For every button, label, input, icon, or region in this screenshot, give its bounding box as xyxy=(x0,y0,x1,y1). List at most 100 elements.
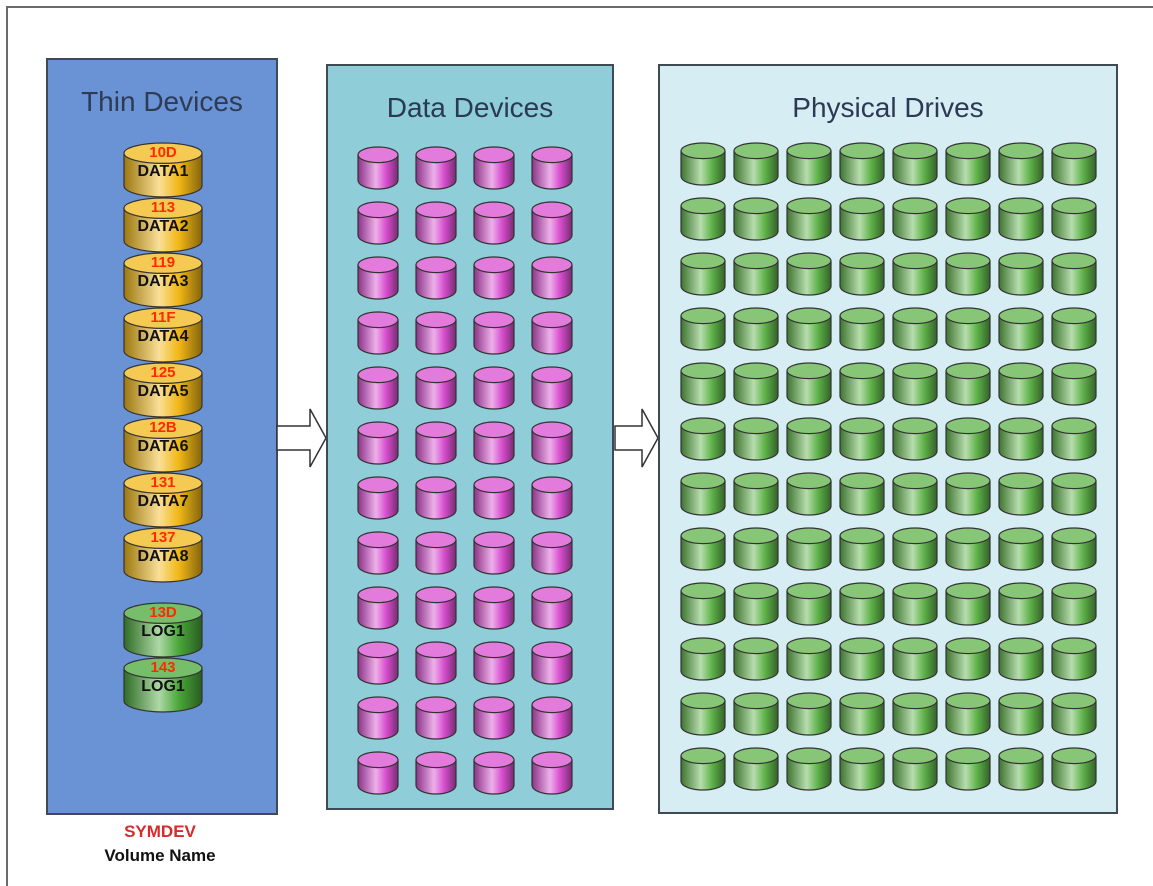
thin-device-symdev: 125 xyxy=(150,364,176,381)
thin-devices-title: Thin Devices xyxy=(81,86,243,117)
thin-device-volume-name: DATA7 xyxy=(137,493,189,510)
physical-drive-disk-icon xyxy=(1051,252,1097,296)
thin-device-symdev: 137 xyxy=(150,529,176,546)
data-device-disk-icon xyxy=(415,201,457,245)
data-device-disk-icon xyxy=(357,751,399,795)
physical-drive-disk-icon xyxy=(945,747,991,791)
thin-device-volume-name: DATA5 xyxy=(137,383,189,400)
thin-device-disk-icon xyxy=(123,527,203,583)
data-device-disk-icon xyxy=(531,476,573,520)
physical-drive-disk-icon xyxy=(733,582,779,626)
physical-drive-disk-icon xyxy=(1051,197,1097,241)
physical-drive-disk-icon xyxy=(733,637,779,681)
physical-drive-disk-icon xyxy=(786,472,832,516)
thin-device-disk-icon xyxy=(123,252,203,308)
data-device-disk-icon xyxy=(531,146,573,190)
physical-drive-disk-icon xyxy=(680,637,726,681)
physical-drive-disk-icon xyxy=(680,472,726,516)
physical-drive-disk-icon xyxy=(786,197,832,241)
physical-drive-disk-icon xyxy=(945,252,991,296)
data-device-disk-icon xyxy=(473,366,515,410)
physical-drive-disk-icon xyxy=(998,197,1044,241)
physical-drive-disk-icon xyxy=(786,747,832,791)
physical-drive-disk-icon xyxy=(998,747,1044,791)
physical-drive-disk-icon xyxy=(733,307,779,351)
physical-drive-disk-icon xyxy=(839,307,885,351)
data-device-disk-icon xyxy=(415,146,457,190)
physical-drive-disk-icon xyxy=(839,527,885,571)
physical-drive-disk-icon xyxy=(945,527,991,571)
thin-device-symdev: 10D xyxy=(149,144,177,161)
data-device-disk-icon xyxy=(473,311,515,355)
physical-drive-disk-icon xyxy=(786,362,832,406)
physical-drive-disk-icon xyxy=(892,527,938,571)
physical-drive-disk-icon xyxy=(680,197,726,241)
data-device-disk-icon xyxy=(415,696,457,740)
physical-drive-disk-icon xyxy=(892,362,938,406)
data-device-disk-icon xyxy=(357,311,399,355)
thin-device-symdev: 131 xyxy=(150,474,176,491)
data-device-disk-icon xyxy=(415,586,457,630)
data-device-disk-icon xyxy=(531,641,573,685)
data-device-disk-icon xyxy=(357,641,399,685)
arrow-data-to-physical-icon xyxy=(614,408,659,468)
data-device-disk-icon xyxy=(531,696,573,740)
physical-drive-disk-icon xyxy=(1051,472,1097,516)
data-device-disk-icon xyxy=(473,641,515,685)
physical-drive-disk-icon xyxy=(733,252,779,296)
data-device-disk-icon xyxy=(473,201,515,245)
physical-drive-disk-icon xyxy=(680,692,726,736)
physical-drive-disk-icon xyxy=(1051,362,1097,406)
physical-drive-disk-icon xyxy=(786,417,832,461)
data-device-disk-icon xyxy=(357,531,399,575)
physical-drive-disk-icon xyxy=(945,197,991,241)
physical-drive-disk-icon xyxy=(892,692,938,736)
legend-symdev: SYMDEV xyxy=(124,822,196,841)
physical-drive-disk-icon xyxy=(1051,142,1097,186)
physical-drive-disk-icon xyxy=(839,637,885,681)
physical-drive-disk-icon xyxy=(892,472,938,516)
physical-drive-disk-icon xyxy=(786,527,832,571)
physical-drive-disk-icon xyxy=(733,142,779,186)
physical-drive-disk-icon xyxy=(945,142,991,186)
data-device-disk-icon xyxy=(415,256,457,300)
data-device-disk-icon xyxy=(531,201,573,245)
physical-drive-disk-icon xyxy=(998,417,1044,461)
physical-drive-disk-icon xyxy=(998,582,1044,626)
thin-device-volume-name: DATA3 xyxy=(137,273,189,290)
physical-drive-disk-icon xyxy=(839,692,885,736)
thin-device-symdev: 143 xyxy=(150,659,176,676)
physical-drives-panel: Physical Drives xyxy=(658,64,1118,814)
thin-device-symdev: 119 xyxy=(150,254,176,271)
thin-device-1: 10D DATA1 xyxy=(123,142,203,198)
data-device-disk-icon xyxy=(357,256,399,300)
physical-drive-disk-icon xyxy=(680,307,726,351)
physical-drive-disk-icon xyxy=(839,582,885,626)
data-device-disk-icon xyxy=(531,256,573,300)
data-device-disk-icon xyxy=(415,641,457,685)
physical-drive-disk-icon xyxy=(839,472,885,516)
physical-drive-disk-icon xyxy=(839,252,885,296)
physical-drive-disk-icon xyxy=(733,692,779,736)
data-devices-panel: Data Devices xyxy=(326,64,614,810)
physical-drive-disk-icon xyxy=(839,417,885,461)
legend-volume-name: Volume Name xyxy=(104,846,216,865)
physical-drive-disk-icon xyxy=(998,142,1044,186)
thin-device-volume-name: LOG1 xyxy=(141,623,185,640)
data-device-disk-icon xyxy=(415,311,457,355)
physical-drive-disk-icon xyxy=(786,637,832,681)
physical-drive-disk-icon xyxy=(1051,307,1097,351)
physical-drive-disk-icon xyxy=(680,252,726,296)
data-device-disk-icon xyxy=(531,311,573,355)
thin-device-volume-name: DATA1 xyxy=(137,163,189,180)
thin-device-disk-icon xyxy=(123,602,203,658)
physical-drive-disk-icon xyxy=(680,747,726,791)
thin-device-volume-name: DATA6 xyxy=(137,438,189,455)
data-device-disk-icon xyxy=(357,476,399,520)
data-device-disk-icon xyxy=(357,201,399,245)
data-device-disk-icon xyxy=(415,531,457,575)
